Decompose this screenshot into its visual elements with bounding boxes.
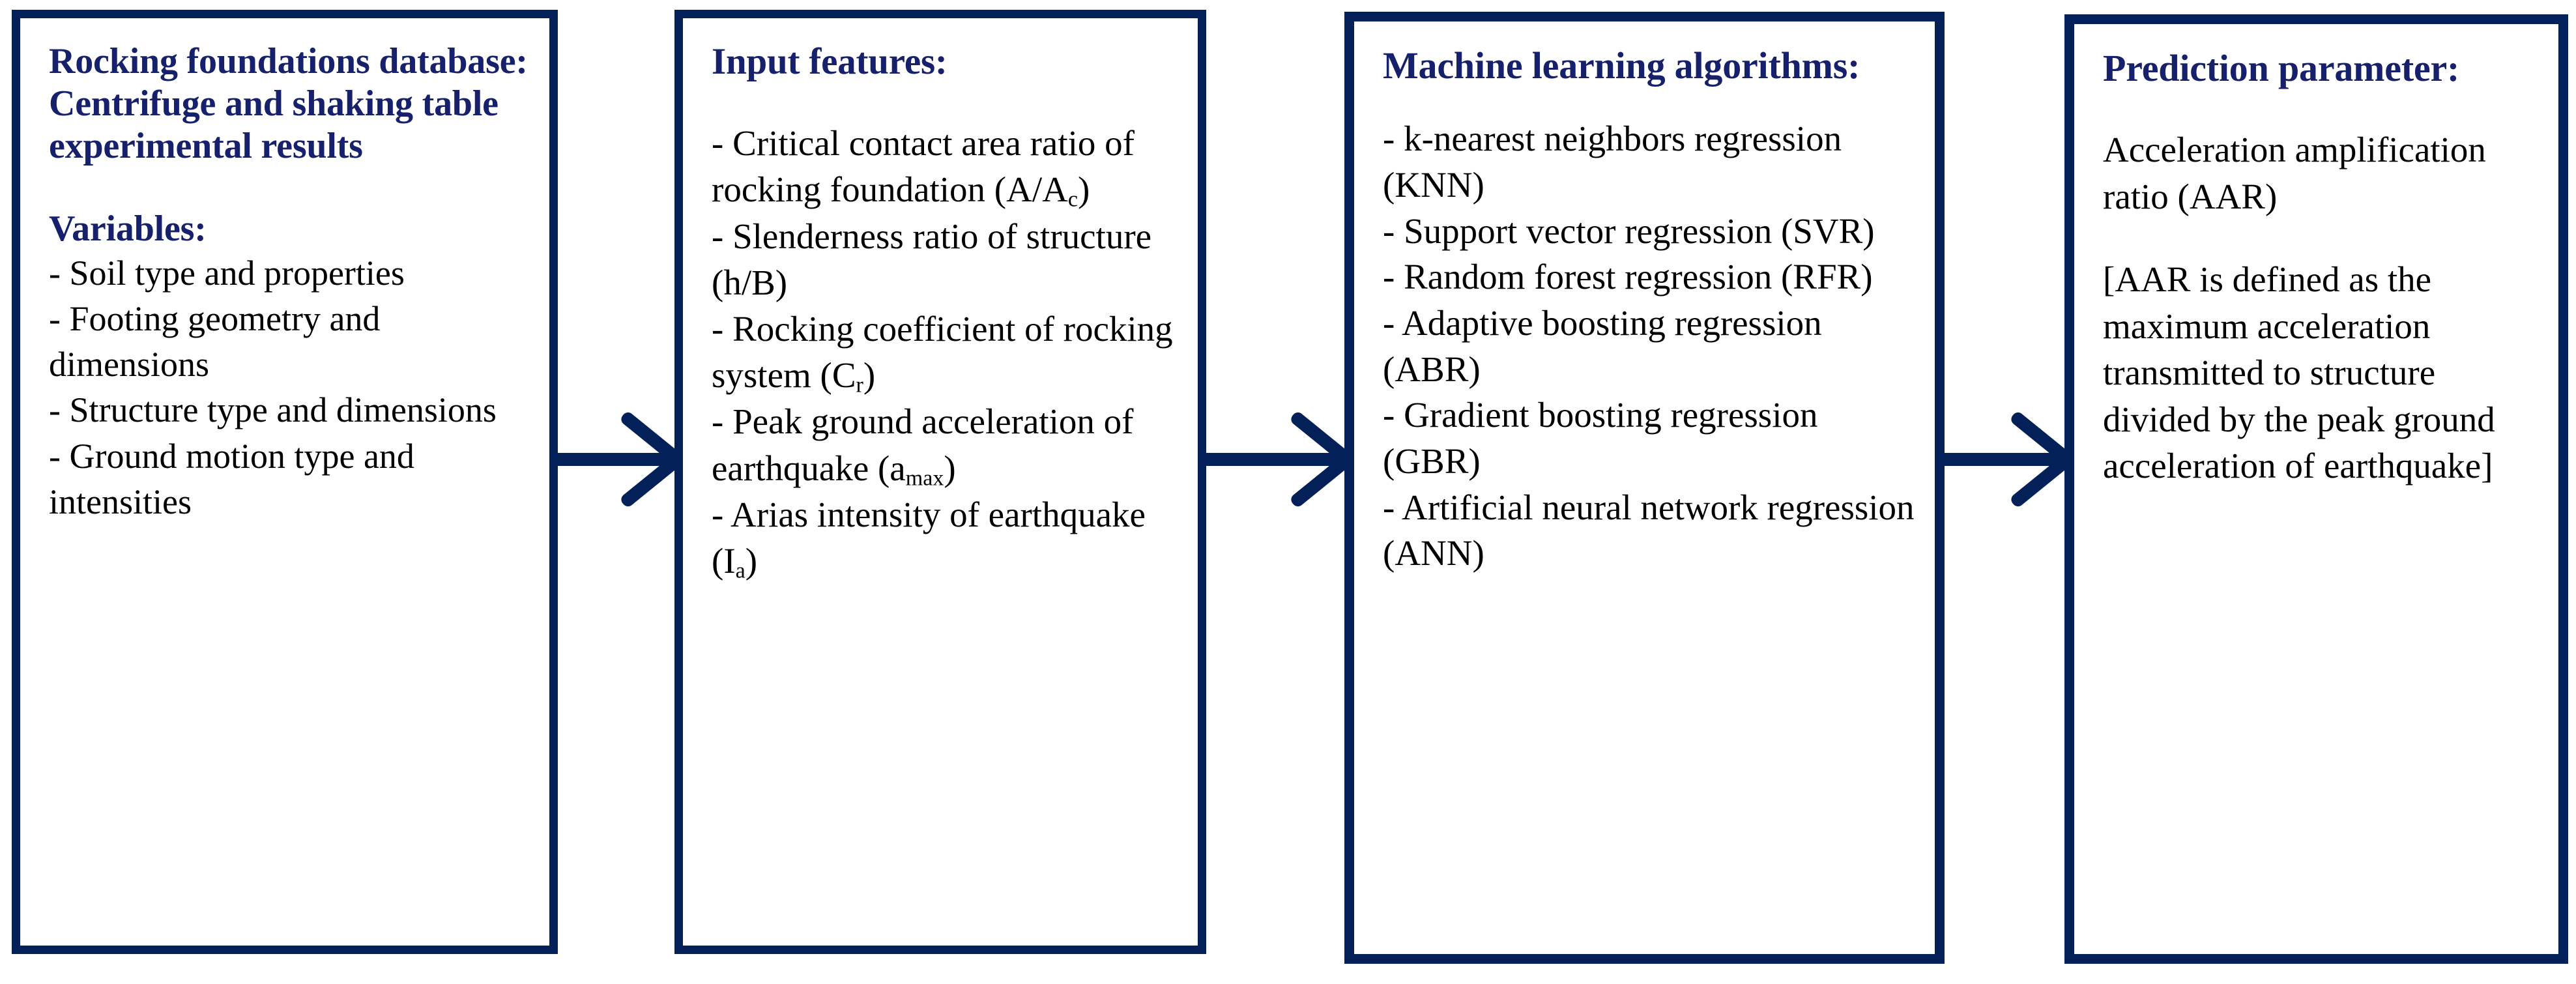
list-item: - Random forest regression (RFR) — [1383, 257, 1873, 297]
box4-value: Acceleration amplification ratio (AAR) — [2103, 130, 2486, 216]
box2-heading: Input features: — [712, 41, 948, 82]
box3-heading: Machine learning algorithms: — [1383, 44, 1860, 87]
stage-box-prediction-parameter: Prediction parameter: Acceleration ampli… — [2064, 14, 2568, 964]
stage-box-ml-algorithms: Machine learning algorithms: - k-nearest… — [1344, 12, 1945, 964]
list-item: - Support vector regression (SVR) — [1383, 210, 1875, 251]
list-item: - Slenderness ratio of structure (h/B) — [712, 216, 1161, 302]
stage-box-database: Rocking foundations database: Centrifuge… — [12, 10, 558, 954]
list-item: - Ground motion type and intensities — [49, 436, 424, 521]
box2-feature-list: - Critical contact area ratio of rocking… — [712, 120, 1178, 584]
box1-heading: Rocking foundations database: Centrifuge… — [49, 41, 528, 166]
box1-subheading: Variables: — [49, 208, 207, 249]
list-item: - Rocking coefficient of rocking system … — [712, 308, 1182, 398]
arrow-shaft — [1206, 453, 1346, 466]
box4-heading: Prediction parameter: — [2103, 47, 2460, 89]
box4-note: [AAR is defined as the maximum accelerat… — [2103, 259, 2495, 486]
list-item: - Critical contact area ratio of rocking… — [712, 123, 1144, 212]
list-item: - Artificial neural network regression (… — [1383, 487, 1924, 573]
box3-algorithm-list: - k-nearest neighbors regression (KNN) -… — [1383, 116, 1915, 577]
stage-box-input-features: Input features: - Critical contact area … — [674, 10, 1206, 954]
box1-variable-list: - Soil type and properties - Footing geo… — [49, 250, 530, 525]
arrow-shaft — [558, 453, 676, 466]
list-item: - Structure type and dimensions — [49, 390, 497, 430]
list-item: - Gradient boosting regression (GBR) — [1383, 395, 1827, 481]
list-item: - Adaptive boosting regression (ABR) — [1383, 302, 1831, 389]
list-item: - Arias intensity of earthquake (Ia) — [712, 494, 1155, 583]
list-item: - Footing geometry and dimensions — [49, 299, 389, 384]
list-item: - Soil type and properties — [49, 253, 405, 293]
arrow-features-to-algorithms — [1206, 407, 1352, 512]
arrow-shaft — [1945, 453, 2066, 466]
list-item: - Peak ground acceleration of earthquake… — [712, 401, 1143, 491]
arrow-algorithms-to-prediction — [1945, 407, 2072, 512]
list-item: - k-nearest neighbors regression (KNN) — [1383, 119, 1851, 205]
arrow-database-to-features — [558, 407, 682, 512]
